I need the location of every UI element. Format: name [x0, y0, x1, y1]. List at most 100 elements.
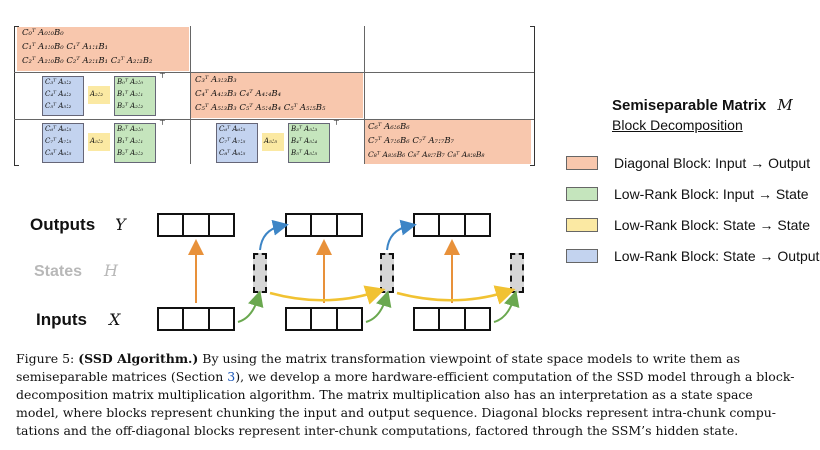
b-r3b-2: B₄ᵀ A₅:₄	[291, 137, 318, 145]
diagonal-block-1	[17, 27, 189, 71]
caption-line-5: tations and the off-diagonal blocks repr…	[16, 423, 739, 438]
block1-line1: C₀ᵀ A₀:₀B₀	[22, 28, 64, 38]
green-arrow-1	[237, 290, 264, 323]
diagonal-block-3	[365, 120, 531, 164]
a-block-r3-1	[88, 133, 110, 151]
b-r3a-1: B₀ᵀ A₂:₀	[117, 125, 144, 133]
block3-line2: C₇ᵀ A₇:₆B₆ C₇ᵀ A₇:₇B₇	[368, 136, 455, 146]
legend-label-state-output: Low-Rank Block: State → Output	[614, 248, 820, 264]
inputs-label: Inputs	[36, 310, 87, 329]
legend-title: Semiseparable Matrix M	[612, 95, 793, 114]
states-label: States	[34, 263, 83, 280]
input-chunk-1	[157, 307, 235, 331]
inputs-row-label: Inputs X	[36, 310, 120, 330]
a-r2: A₂:₂	[90, 90, 104, 98]
semiseparable-matrix: C₀ᵀ A₀:₀B₀ C₁ᵀ A₁:₀B₀ C₁ᵀ A₁:₁B₁ C₂ᵀ A₂:…	[14, 26, 535, 166]
legend-swatch-state-state	[566, 218, 598, 232]
caption-line-1: Figure 5: (SSD Algorithm.) By using the …	[16, 350, 806, 368]
c-block-r3-1	[42, 123, 84, 163]
b-block-r3-1	[114, 123, 156, 163]
grid-line-v1	[190, 26, 191, 164]
c-r3b-2: C₇ᵀ A₇:₅	[219, 137, 246, 145]
legend-title-var: M	[777, 96, 793, 114]
a-block-r3-2	[262, 133, 284, 151]
c-block-r3-2	[216, 123, 258, 163]
b-r3a-3: B₂ᵀ A₂:₂	[117, 149, 144, 157]
legend-item-state-output: Low-Rank Block: State → Output	[566, 248, 819, 264]
blue-arrow-2	[386, 219, 417, 251]
block1-line3: C₂ᵀ A₂:₀B₀ C₂ᵀ A₂:₁B₁ C₂ᵀ A₂:₂B₂	[22, 56, 153, 66]
c-r3a-1: C₆ᵀ A₆:₅	[45, 125, 72, 133]
a-block-r2	[88, 86, 110, 104]
c-r3b-3: C₈ᵀ A₈:₅	[219, 149, 246, 157]
block3-line3: C₈ᵀ A₈:₆B₆ C₈ᵀ A₈:₇B₇ C₈ᵀ A₈:₈B₈	[368, 150, 485, 159]
caption-line-4: model, where blocks represent chunking t…	[16, 405, 777, 420]
figure-caption: Figure 5: (SSD Algorithm.) By using the …	[16, 350, 806, 440]
transpose-r2: ⊤	[159, 72, 166, 80]
a-r3-2: A₅:₅	[264, 137, 278, 145]
transpose-r3-1: ⊤	[159, 119, 166, 127]
matrix-right-bracket	[530, 26, 535, 166]
states-var: H	[104, 261, 118, 280]
section-ref-link[interactable]: 3	[227, 369, 236, 384]
b-r2-3: B₂ᵀ A₂:₂	[117, 102, 144, 110]
b-r3a-2: B₁ᵀ A₂:₁	[117, 137, 144, 145]
legend-label-state-state: Low-Rank Block: State → State	[614, 217, 811, 233]
block2-line1: C₃ᵀ A₃:₃B₃	[195, 75, 237, 85]
blue-arrow-1	[259, 219, 289, 251]
legend-item-state-state: Low-Rank Block: State → State	[566, 217, 810, 233]
c-r2-3: C₅ᵀ A₅:₂	[45, 102, 72, 110]
legend-title-text: Semiseparable Matrix	[612, 97, 767, 114]
caption-line-2: semiseparable matrices (Section 3), we d…	[16, 368, 806, 386]
legend-item-diagonal: Diagonal Block: Input → Output	[566, 155, 810, 171]
block1-line2: C₁ᵀ A₁:₀B₀ C₁ᵀ A₁:₁B₁	[22, 42, 109, 52]
green-arrow-2	[365, 290, 392, 323]
caption-l2b: ), we develop a more hardware-efficient …	[235, 369, 795, 384]
c-r3a-3: C₈ᵀ A₈:₅	[45, 149, 72, 157]
legend-swatch-diagonal	[566, 156, 598, 170]
b-r2-1: B₀ᵀ A₂:₀	[117, 78, 144, 86]
b-r3b-1: B₃ᵀ A₅:₃	[291, 125, 318, 133]
legend-label-diagonal: Diagonal Block: Input → Output	[614, 155, 811, 171]
b-block-r2	[114, 76, 156, 116]
yellow-arrow-1	[269, 285, 386, 305]
diagonal-block-2	[191, 73, 363, 118]
block2-line3: C₅ᵀ A₅:₃B₃ C₅ᵀ A₅:₄B₄ C₅ᵀ A₅:₅B₅	[195, 103, 326, 113]
output-chunk-1	[157, 213, 235, 237]
b-r3b-3: B₅ᵀ A₅:₅	[291, 149, 318, 157]
outputs-row-label: Outputs Y	[30, 215, 126, 235]
yellow-arrow-2	[396, 285, 516, 305]
b-r2-2: B₁ᵀ A₂:₁	[117, 90, 144, 98]
transpose-r3-2: ⊤	[333, 119, 340, 127]
caption-l1: By using the matrix transformation viewp…	[198, 351, 740, 366]
c-r3b-1: C₆ᵀ A₆:₅	[219, 125, 246, 133]
caption-l2a: semiseparable matrices (Section	[16, 369, 228, 384]
a-r3-1: A₅:₂	[90, 137, 104, 145]
c-r3a-2: C₇ᵀ A₇:₅	[45, 137, 72, 145]
c-block-r2	[42, 76, 84, 116]
block3-line1: C₆ᵀ A₆:₆B₆	[368, 122, 410, 132]
legend-swatch-state-output	[566, 249, 598, 263]
outputs-var: Y	[115, 215, 126, 234]
green-arrow-3	[493, 290, 520, 323]
grid-line-v2	[364, 26, 365, 164]
outputs-label: Outputs	[30, 215, 96, 234]
grid-line-h1	[14, 72, 534, 73]
legend-swatch-input-state	[566, 187, 598, 201]
c-r2-2: C₄ᵀ A₄:₂	[45, 90, 72, 98]
caption-title: (SSD Algorithm.)	[78, 351, 199, 366]
inputs-var: X	[109, 310, 121, 329]
caption-fig-label: Figure 5:	[16, 351, 75, 366]
grid-line-h2	[14, 119, 534, 120]
legend-item-input-state: Low-Rank Block: Input → State	[566, 186, 809, 202]
input-chunk-3	[413, 307, 491, 331]
caption-line-3: decomposition matrix multiplication algo…	[16, 387, 753, 402]
b-block-r3-2	[288, 123, 330, 163]
legend-label-input-state: Low-Rank Block: Input → State	[614, 186, 809, 202]
block2-line2: C₄ᵀ A₄:₃B₃ C₄ᵀ A₄:₄B₄	[195, 89, 282, 99]
legend-subtitle: Block Decomposition	[612, 117, 743, 133]
states-row-label: States H	[34, 261, 118, 281]
matrix-left-bracket	[14, 26, 19, 166]
c-r2-1: C₃ᵀ A₃:₂	[45, 78, 72, 86]
